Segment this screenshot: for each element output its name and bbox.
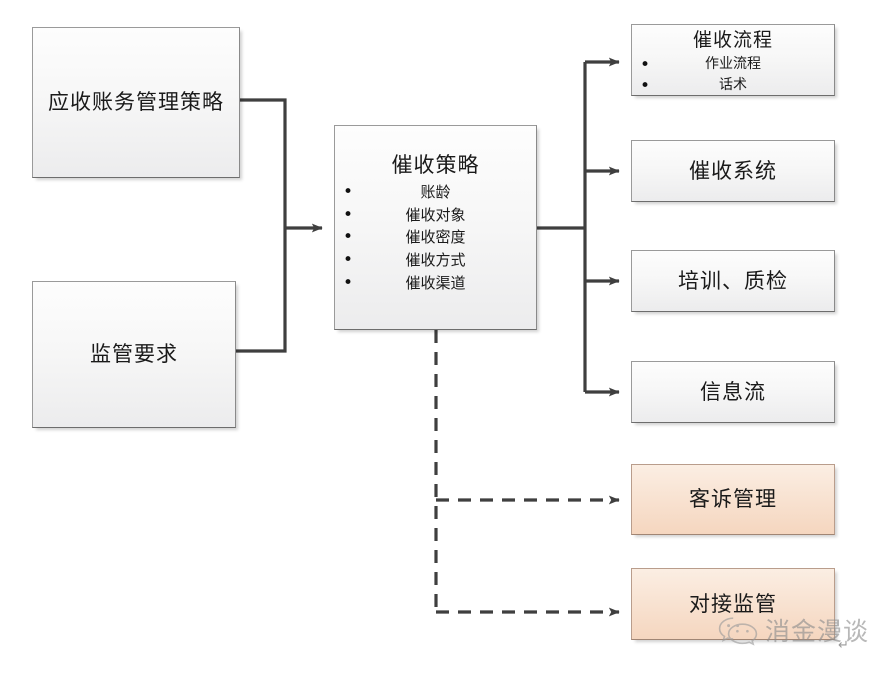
node-collection-process[interactable]: 催收流程 作业流程 话术 [631,24,835,99]
node-training-quality[interactable]: 培训、质检 [631,250,835,312]
node-receivable-policy[interactable]: 应收账务管理策略 [32,27,240,178]
node-collection-strategy[interactable]: 催收策略 账龄 催收对象 催收密度 催收方式 催收渠道 [334,125,537,330]
list-item: 作业流程 [632,53,834,78]
paragraph-mark: ↵ [838,638,849,653]
node-complaint-management[interactable]: 客诉管理 [631,464,835,535]
node-title: 应收账务管理策略 [48,90,224,115]
list-item: 催收对象 [335,203,536,227]
node-title: 信息流 [700,379,766,404]
node-bullet-list: 作业流程 话术 [632,53,834,99]
connector-regulatory-to-trunk [236,228,287,353]
node-regulatory-requirement[interactable]: 监管要求 [32,281,236,428]
node-title: 对接监管 [689,591,777,616]
list-item: 账龄 [335,180,536,204]
list-item: 催收密度 [335,225,536,249]
list-item: 催收渠道 [335,271,536,295]
node-regulator-interface[interactable]: 对接监管 [631,568,835,640]
list-item: 催收方式 [335,248,536,272]
node-title: 催收流程 [692,29,773,51]
node-title: 催收策略 [391,153,480,177]
node-title: 监管要求 [90,342,178,367]
node-collection-system[interactable]: 催收系统 [631,140,835,202]
list-item: 话术 [632,74,834,99]
node-information-flow[interactable]: 信息流 [631,361,835,423]
node-title: 催收系统 [689,158,777,183]
node-title: 培训、质检 [678,268,788,293]
node-bullet-list: 账龄 催收对象 催收密度 催收方式 催收渠道 [335,180,536,296]
node-title: 客诉管理 [689,487,777,512]
connector-receivable-to-trunk [240,98,287,228]
